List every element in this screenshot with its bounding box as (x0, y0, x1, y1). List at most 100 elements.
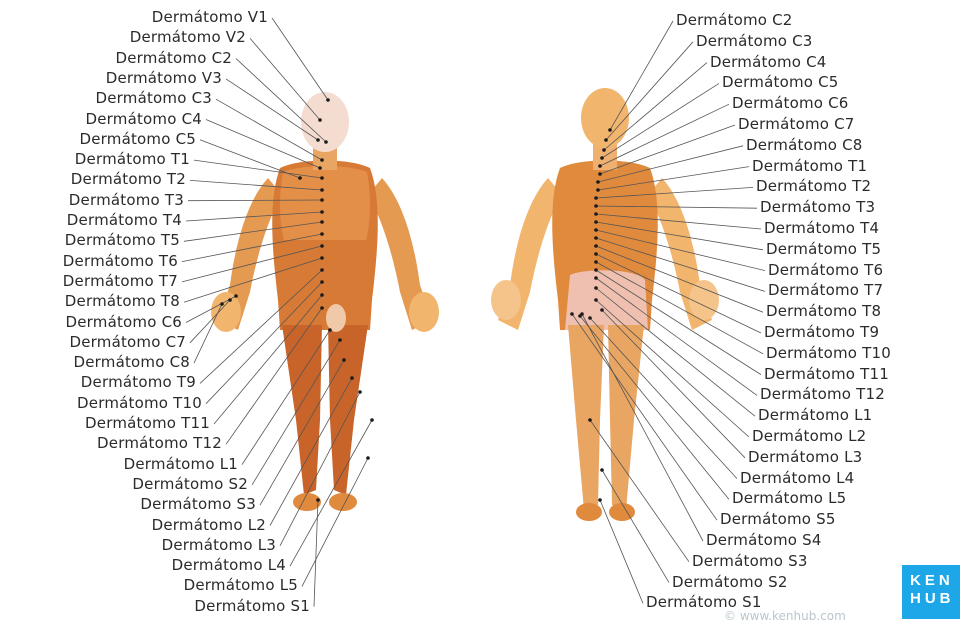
front-marker-dot (320, 306, 324, 310)
front-marker-dot (320, 176, 324, 180)
back-left-hand (491, 280, 521, 320)
front-label: Dermátomo S1 (194, 599, 310, 614)
front-right-hand (409, 292, 439, 332)
front-label: Dermátomo L4 (172, 558, 286, 573)
front-marker-dot (320, 232, 324, 236)
front-left-leg (282, 325, 322, 495)
front-label: Dermátomo C3 (95, 91, 212, 106)
front-marker-dot (318, 166, 322, 170)
back-leader-line (582, 314, 703, 541)
copyright-watermark: © www.kenhub.com (724, 609, 846, 623)
back-label: Dermátomo C7 (738, 117, 855, 132)
back-label: Dermátomo L2 (752, 429, 866, 444)
back-marker-dot (594, 228, 598, 232)
back-label: Dermátomo T2 (756, 179, 871, 194)
front-label: Dermátomo S2 (132, 477, 248, 492)
front-marker-dot (234, 294, 238, 298)
front-marker-dot (338, 338, 342, 342)
kenhub-logo: KEN HUB (902, 565, 960, 619)
front-label: Dermátomo V2 (130, 30, 246, 45)
front-label: Dermátomo C7 (69, 335, 186, 350)
front-marker-dot (220, 302, 224, 306)
front-label: Dermátomo T12 (97, 436, 222, 451)
back-marker-dot (594, 220, 598, 224)
back-label: Dermátomo C3 (696, 34, 813, 49)
back-marker-dot (594, 268, 598, 272)
front-marker-dot (320, 268, 324, 272)
back-marker-dot (604, 138, 608, 142)
front-label: Dermátomo T11 (85, 416, 210, 431)
front-marker-dot (320, 220, 324, 224)
back-marker-dot (596, 188, 600, 192)
front-label: Dermátomo T2 (71, 172, 186, 187)
front-label: Dermátomo C6 (65, 315, 182, 330)
front-label: Dermátomo T6 (63, 254, 178, 269)
back-marker-dot (594, 212, 598, 216)
front-marker-dot (320, 244, 324, 248)
back-marker-dot (594, 196, 598, 200)
back-marker-dot (608, 128, 612, 132)
front-leader-line (250, 38, 320, 120)
front-label: Dermátomo L5 (184, 578, 298, 593)
front-genitals (326, 304, 346, 332)
front-marker-dot (358, 390, 362, 394)
front-label: Dermátomo V1 (152, 10, 268, 25)
back-marker-dot (580, 312, 584, 316)
back-marker-dot (594, 244, 598, 248)
back-right-leg (608, 325, 644, 510)
front-label: Dermátomo T10 (77, 396, 202, 411)
front-leader-line (272, 18, 328, 100)
back-label: Dermátomo T3 (760, 200, 875, 215)
front-leader-line (200, 140, 300, 178)
front-body-figure (211, 92, 439, 511)
front-label: Dermátomo C4 (85, 112, 202, 127)
back-marker-dot (570, 312, 574, 316)
front-left-hand (211, 292, 241, 332)
back-marker-dot (594, 236, 598, 240)
leader-lines (182, 18, 765, 607)
back-label: Dermátomo T12 (760, 387, 885, 402)
front-chest (280, 166, 370, 240)
back-label: Dermátomo S4 (706, 533, 822, 548)
back-marker-dot (596, 180, 600, 184)
front-marker-dot (320, 210, 324, 214)
back-leader-line (606, 42, 693, 140)
back-body-figure (491, 88, 719, 521)
front-label: Dermátomo C2 (115, 51, 232, 66)
front-marker-dot (316, 498, 320, 502)
back-label: Dermátomo L5 (732, 491, 846, 506)
back-label: Dermátomo L3 (748, 450, 862, 465)
front-marker-dot (328, 328, 332, 332)
front-label: Dermátomo T9 (81, 375, 196, 390)
back-marker-dot (600, 156, 604, 160)
back-marker-dot (588, 316, 592, 320)
front-marker-dot (320, 293, 324, 297)
front-marker-dot (320, 158, 324, 162)
front-label: Dermátomo T7 (63, 274, 178, 289)
front-marker-dot (228, 298, 232, 302)
front-marker-dot (316, 138, 320, 142)
back-label: Dermátomo T4 (764, 221, 879, 236)
back-marker-dot (600, 468, 604, 472)
front-marker-dot (324, 140, 328, 144)
back-marker-dot (598, 498, 602, 502)
back-leader-line (580, 316, 729, 499)
back-label: Dermátomo T10 (766, 346, 891, 361)
front-label: Dermátomo V3 (106, 71, 222, 86)
back-label: Dermátomo L1 (758, 408, 872, 423)
back-label: Dermátomo C8 (746, 138, 863, 153)
back-marker-dot (594, 286, 598, 290)
logo-line-1: KEN (910, 572, 960, 590)
back-marker-dot (594, 204, 598, 208)
back-label: Dermátomo S3 (692, 554, 808, 569)
back-buttocks (565, 270, 648, 330)
back-left-foot (576, 503, 602, 521)
back-label: Dermátomo C5 (722, 75, 839, 90)
front-label: Dermátomo T1 (75, 152, 190, 167)
back-marker-dot (594, 260, 598, 264)
back-marker-dot (594, 252, 598, 256)
front-label: Dermátomo T5 (65, 233, 180, 248)
front-marker-dot (298, 176, 302, 180)
front-marker-dot (342, 358, 346, 362)
front-marker-dot (366, 456, 370, 460)
